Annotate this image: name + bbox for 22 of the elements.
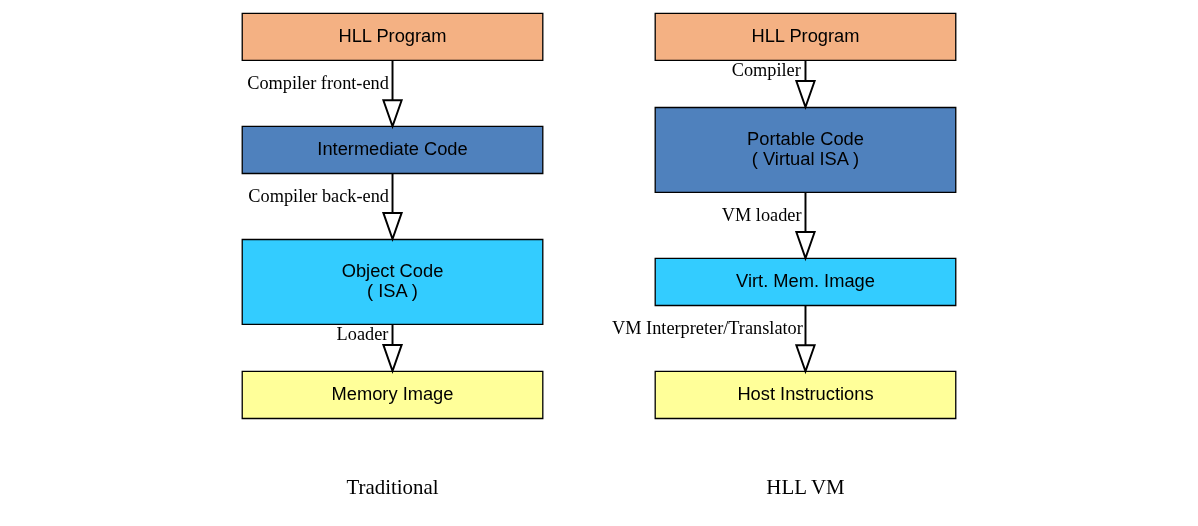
node-box: Portable Code ( Virtual ISA ) — [654, 106, 957, 194]
edge-label: Compiler back-end — [248, 185, 389, 206]
label: Traditional — [346, 475, 439, 500]
edge-label: VM Interpreter/Translator — [612, 317, 803, 338]
node-box: HLL Program — [654, 12, 957, 62]
node-box: Object Code ( ISA ) — [241, 238, 544, 326]
edge-label: Compiler — [731, 59, 801, 80]
node-box: HLL Program — [241, 12, 544, 62]
arrow — [794, 59, 816, 111]
edge-label: Loader — [336, 323, 389, 344]
node-box: Host Instructions — [654, 370, 957, 420]
node-box: Memory Image — [241, 370, 544, 420]
arrow — [794, 191, 816, 262]
label: HLL VM — [766, 475, 845, 500]
arrow — [382, 324, 404, 375]
node-box: Intermediate Code — [241, 125, 544, 175]
arrow — [382, 172, 404, 242]
arrow — [382, 59, 404, 130]
node-box: Virt. Mem. Image — [654, 257, 957, 307]
arrow — [794, 304, 816, 375]
edge-label: Compiler front-end — [247, 72, 389, 93]
edge-label: VM loader — [721, 204, 802, 225]
